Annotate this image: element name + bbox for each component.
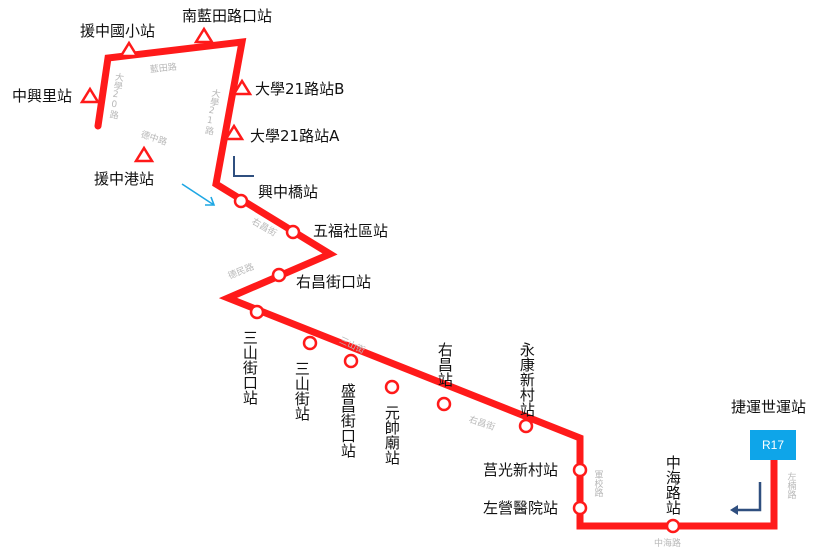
station-label: 盛昌街口站	[338, 383, 357, 458]
stop-circle-youchang-jiekou[interactable]	[271, 267, 287, 283]
station-label: 五福社區站	[313, 222, 389, 240]
station-label: 援中港站	[94, 170, 155, 188]
station-label: 左營醫院站	[483, 499, 559, 517]
stop-circle-sanshan-jiekou[interactable]	[249, 304, 265, 320]
stop-circle-yuanshuai[interactable]	[384, 379, 400, 395]
route-line	[94, 37, 778, 530]
road-label-junxiao: 軍校路	[592, 470, 603, 497]
station-label: 援中國小站	[80, 22, 156, 40]
station-label: 南藍田路口站	[182, 7, 273, 25]
direction-arrow-icon	[181, 183, 216, 206]
stop-circle-shengchang[interactable]	[343, 353, 359, 369]
station-label: 三山街口站	[240, 330, 259, 405]
stop-circle-sanshan[interactable]	[302, 335, 318, 351]
stop-triangle-south-lantian[interactable]	[193, 26, 215, 44]
stop-circle-youchang[interactable]	[436, 396, 452, 412]
terminal-label: 捷運世運站	[731, 398, 807, 416]
mrt-station-badge[interactable]: R17	[750, 430, 796, 460]
station-label: 興中橋站	[258, 183, 319, 201]
station-label: 中興里站	[12, 87, 73, 105]
stop-circle-juguang[interactable]	[572, 462, 588, 478]
stop-triangle-yuanzhong-port[interactable]	[133, 145, 155, 163]
stop-circle-yongkang[interactable]	[518, 418, 534, 434]
stop-circle-xingzhong-bridge[interactable]	[233, 193, 249, 209]
stop-triangle-daxue21-a[interactable]	[223, 123, 245, 141]
stop-circle-zhonghai[interactable]	[665, 518, 681, 534]
station-label: 元帥廟站	[382, 405, 401, 465]
station-label: 永康新村站	[517, 342, 536, 417]
station-label: 三山街站	[292, 361, 311, 421]
turn-arrow-icon	[233, 156, 254, 177]
stop-circle-zuoying-hospital[interactable]	[572, 500, 588, 516]
station-label: 大學21路站A	[250, 127, 340, 145]
station-label: 右昌站	[435, 342, 454, 387]
station-label: 右昌街口站	[296, 273, 372, 291]
turn-arrow-icon-2	[730, 482, 762, 515]
road-label-zhonghai: 中海路	[654, 539, 682, 549]
stop-triangle-yuanzhong-elementary[interactable]	[118, 40, 140, 58]
stop-triangle-zhongxing-li[interactable]	[79, 86, 101, 104]
station-label: 大學21路站B	[255, 80, 345, 98]
stop-circle-wufu[interactable]	[285, 224, 301, 240]
station-label: 莒光新村站	[483, 461, 559, 479]
road-label-zuonan: 左楠路	[785, 472, 796, 499]
station-label: 中海路站	[663, 455, 682, 515]
stop-triangle-daxue21-b[interactable]	[231, 78, 253, 96]
